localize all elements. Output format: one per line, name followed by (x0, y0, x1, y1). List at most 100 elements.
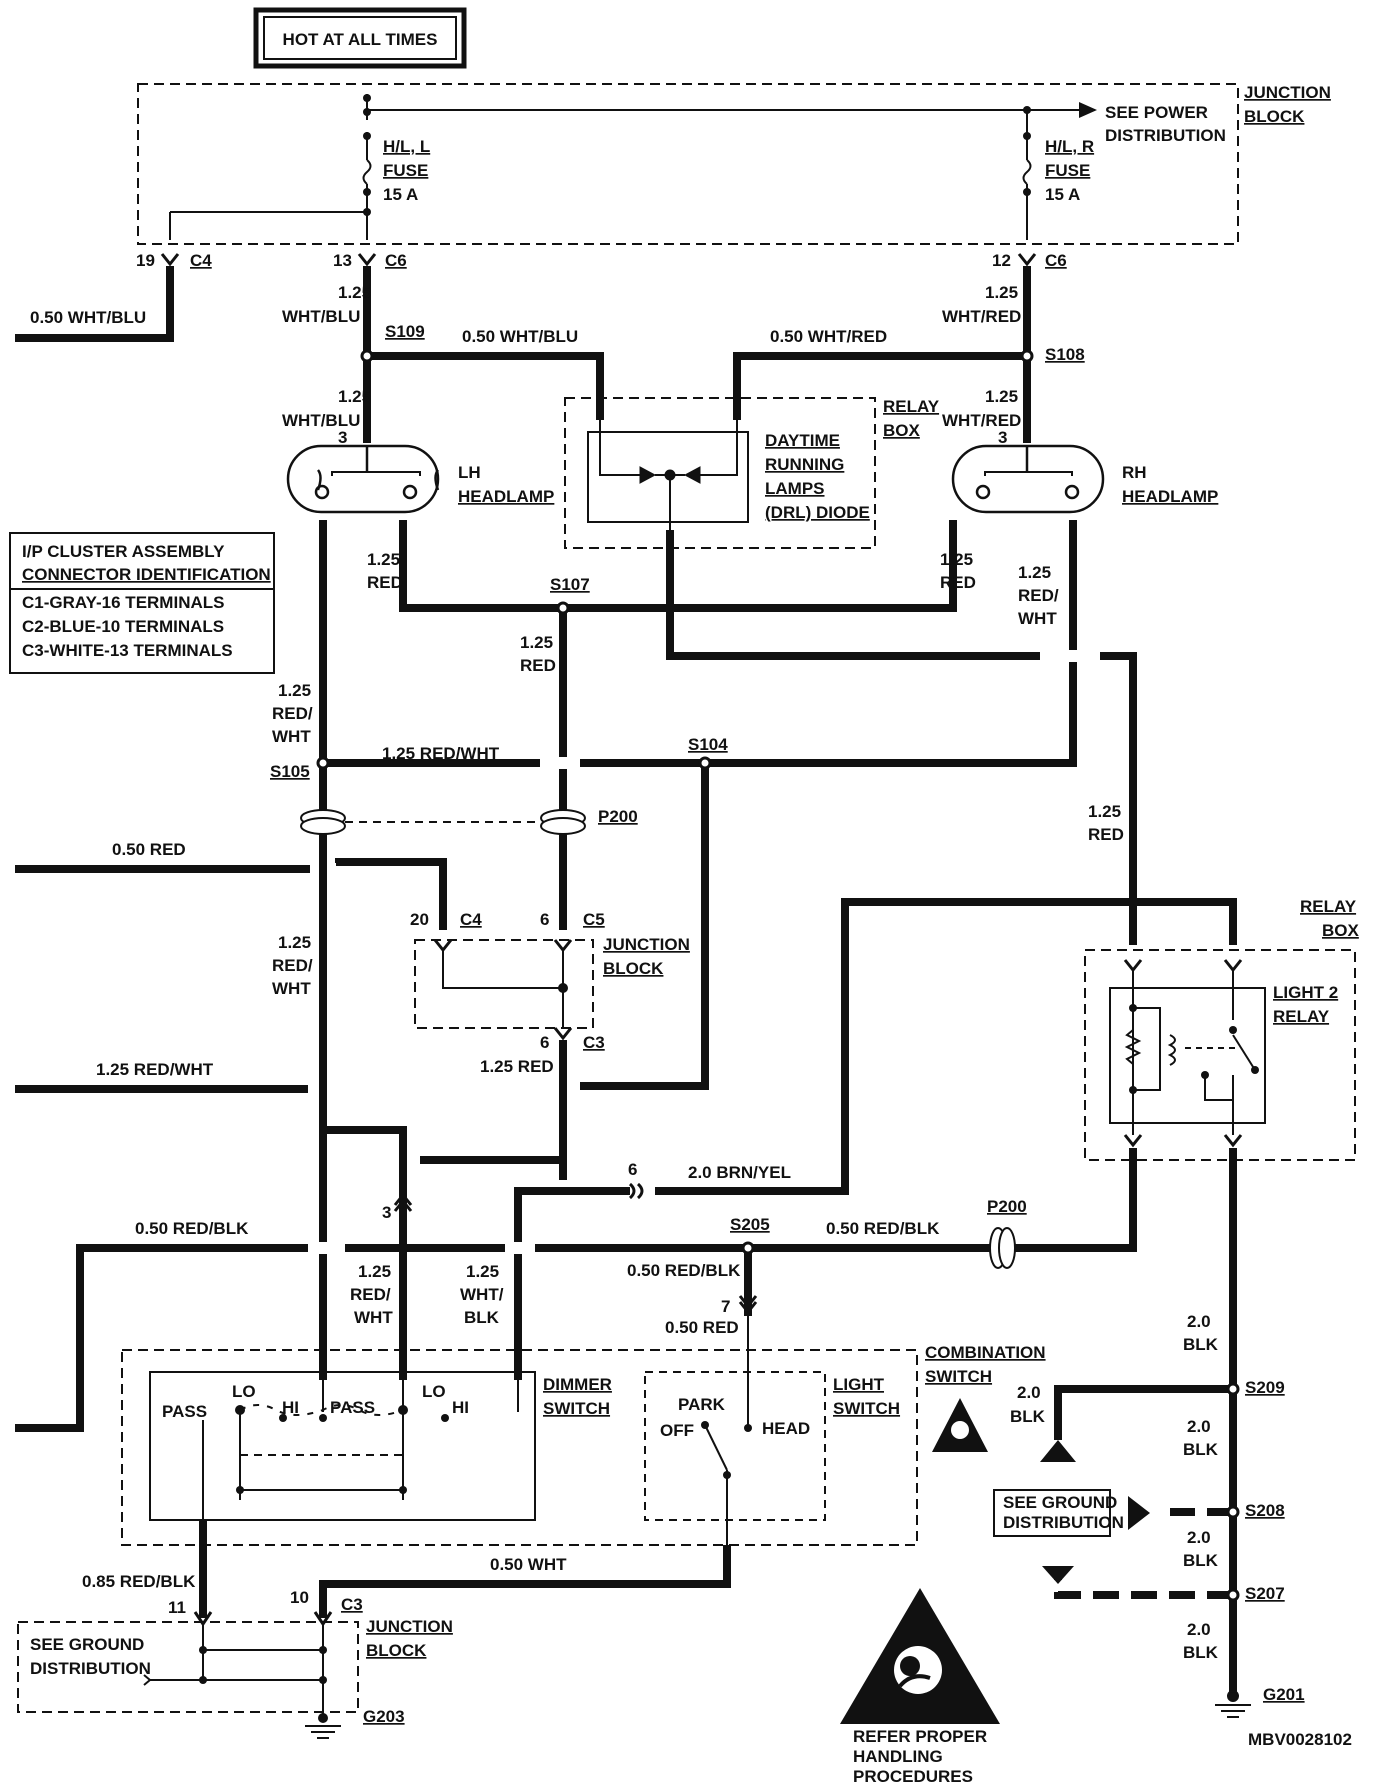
light-switch-pin-7: 7 (721, 1297, 730, 1316)
wire-label: RED (367, 573, 403, 592)
pin-19: 19 (136, 251, 155, 270)
bottom-jb-dots (199, 1646, 328, 1723)
see-ground-2: DISTRIBUTION (1003, 1513, 1124, 1532)
drl-label-2: RUNNING (765, 455, 844, 474)
relay-dots (1129, 1004, 1259, 1094)
light2-label-1: LIGHT 2 (1273, 983, 1338, 1002)
pin-13: 13 (333, 251, 352, 270)
connector-c3-mid: C3 (583, 1033, 605, 1052)
hl-l-fuse-name: H/L, L (383, 137, 430, 156)
wire-label: 0.50 RED/BLK (627, 1261, 741, 1280)
wire-label: 1.25 (520, 633, 553, 652)
lh-headlamp (286, 444, 440, 514)
wire-label: WHT (272, 979, 311, 998)
light2-label-2: RELAY (1273, 1007, 1330, 1026)
wire-label: WHT (354, 1308, 393, 1327)
dimmer-lo-1: LO (232, 1382, 256, 1401)
wire-label: WHT/ (460, 1285, 504, 1304)
drl-label-3: LAMPS (765, 479, 825, 498)
connector-c4-mid: C4 (460, 910, 482, 929)
hl-r-fuse-name: H/L, R (1045, 137, 1094, 156)
drl-label-1: DAYTIME (765, 431, 840, 450)
dimmer-pin-3: 3 (382, 1203, 391, 1222)
ground-g201-label: G201 (1263, 1685, 1305, 1704)
splice-dots (316, 349, 1240, 1602)
caution-text-2: HANDLING (853, 1747, 943, 1766)
splice-s108: S108 (1045, 345, 1085, 364)
bottom-junction-block (17, 1611, 359, 1718)
dimmer-label-1: DIMMER (543, 1375, 612, 1394)
wire-label: RED (1088, 825, 1124, 844)
dimmer-pin-markers (393, 1182, 758, 1315)
wire-label: 1.25 (367, 550, 400, 569)
splice-s208: S208 (1245, 1501, 1285, 1520)
dimmer-pass-2: PASS (330, 1398, 375, 1417)
cluster-id-box: I/P CLUSTER ASSEMBLY CONNECTOR IDENTIFIC… (9, 532, 275, 674)
wire-label: 0.50 RED (112, 840, 186, 859)
light-switch-head: HEAD (762, 1419, 810, 1438)
caution-text-1: REFER PROPER (853, 1727, 987, 1746)
wire-label: RED/ (272, 956, 313, 975)
rh-headlamp (951, 444, 1105, 514)
see-ground-left-2: DISTRIBUTION (30, 1659, 151, 1678)
dimmer-hi-2: HI (452, 1398, 469, 1417)
dimmer-dots (235, 1405, 752, 1494)
dimmer-internals (202, 1316, 749, 1545)
light2-box-label-1: RELAY (1300, 897, 1357, 916)
mid-jb-label-2: BLOCK (603, 959, 664, 978)
connector-c4-top: C4 (190, 251, 212, 270)
ground-g201 (1215, 1690, 1251, 1718)
wire-label: 1.25 (940, 550, 973, 569)
light-switch-off: OFF (660, 1421, 694, 1440)
hl-r-fuse-rating: 15 A (1045, 185, 1080, 204)
wire-label: BLK (1183, 1335, 1219, 1354)
rh-label: RH (1122, 463, 1147, 482)
wire-label: RED/ (350, 1285, 391, 1304)
dimmer-pass-1: PASS (162, 1402, 207, 1421)
junction-dots (363, 94, 1031, 216)
wire-label: 1.25 (358, 1262, 391, 1281)
wire-label: WHT/RED (942, 307, 1021, 326)
p200-lower-connector (989, 1227, 1016, 1269)
wire-label: RED/ (1018, 586, 1059, 605)
wire-label: 1.25 (278, 681, 311, 700)
wire-label: 0.50 RED (665, 1318, 739, 1337)
relay-box-label-2: BOX (883, 421, 921, 440)
wire-label: 2.0 BRN/YEL (688, 1163, 791, 1182)
harness-wires (15, 266, 1237, 1700)
hl-l-fuse-rating: 15 A (383, 185, 418, 204)
light-switch-label-2: SWITCH (833, 1399, 900, 1418)
hl-r-fuse-label: FUSE (1045, 161, 1090, 180)
wire-label: WHT (1018, 609, 1057, 628)
hot-at-all-times-box: HOT AT ALL TIMES (253, 7, 467, 69)
wire-label: 2.0 (1187, 1528, 1211, 1547)
cluster-row-c2: C2-BLUE-10 TERMINALS (22, 617, 224, 636)
light2-relay-box (1084, 949, 1356, 1161)
wire-label: 0.50 WHT/RED (770, 327, 887, 346)
splice-s209: S209 (1245, 1378, 1285, 1397)
harness-wires-redraw (319, 840, 567, 1220)
splice-s105: S105 (270, 762, 310, 781)
caution-airbag-icon (840, 1588, 1000, 1724)
splice-s109: S109 (385, 322, 425, 341)
mid-jb-label-1: JUNCTION (603, 935, 690, 954)
wire-label: 1.25 RED/WHT (96, 1060, 214, 1079)
wire-label: RED (520, 656, 556, 675)
pin-12: 12 (992, 251, 1011, 270)
cluster-row-c3: C3-WHITE-13 TERMINALS (22, 641, 233, 660)
wire-label: 1.25 (338, 387, 371, 406)
connector-pins-top (160, 253, 1037, 267)
see-power-text-2: DISTRIBUTION (1105, 126, 1226, 145)
pin-20: 20 (410, 910, 429, 929)
bottom-jb-label-2: BLOCK (366, 1641, 427, 1660)
connector-c6-right: C6 (1045, 251, 1067, 270)
wire-label: WHT/BLU (282, 307, 360, 326)
wire-label: 2.0 (1187, 1417, 1211, 1436)
wire-label: 2.0 (1187, 1312, 1211, 1331)
wire-label: BLK (1183, 1440, 1219, 1459)
wire-label: RED/ (272, 704, 313, 723)
wire-label: 2.0 (1017, 1383, 1041, 1402)
wire-label: 0.50 RED/BLK (135, 1219, 249, 1238)
junction-internal-wiring (169, 94, 1097, 240)
